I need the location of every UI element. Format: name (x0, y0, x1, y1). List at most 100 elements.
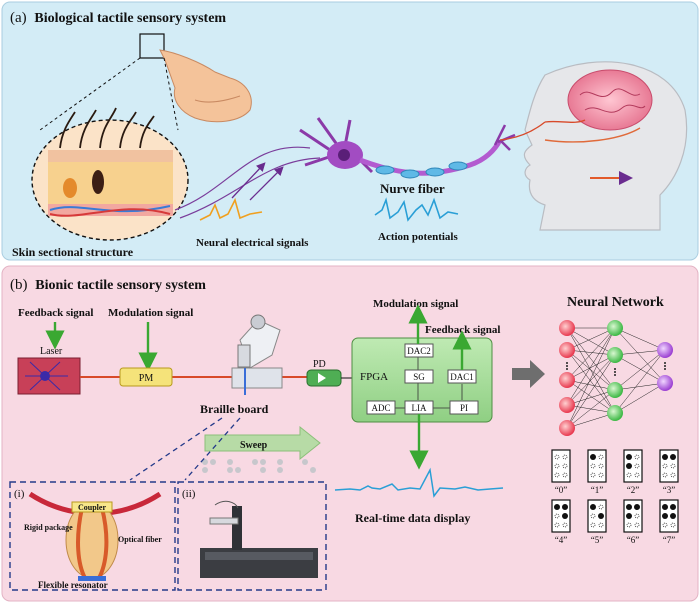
phase-modulator: PM (119, 367, 173, 387)
braille-dot (554, 513, 560, 519)
braille-dot (634, 472, 640, 478)
inset-i-tag: (i) (14, 488, 25, 500)
braille-cell-label: “4” (555, 535, 568, 545)
braille-dot (590, 513, 596, 519)
braille-dot (634, 454, 640, 460)
pd-label: PD (313, 359, 326, 370)
braille-dot (626, 463, 632, 469)
braille-dot (626, 504, 632, 510)
pm-label: PM (139, 373, 154, 384)
braille-cell: “2” (623, 449, 643, 495)
braille-dot (626, 522, 632, 528)
sweep-arrow (204, 425, 321, 461)
fpga-board: FPGA DAC2 SG DAC1 ADC LIA PI (351, 337, 493, 423)
braille-cell: “7” (659, 499, 679, 545)
action-potential-wave (374, 197, 459, 222)
skin-label: Skin sectional structure (12, 245, 134, 259)
braille-dot (670, 463, 676, 469)
braille-dot (590, 522, 596, 528)
braille-dot (598, 513, 604, 519)
braille-dot (598, 463, 604, 469)
braille-dot-row (202, 459, 316, 473)
braille-cell-label: “6” (627, 535, 640, 545)
braille-dot (662, 522, 668, 528)
braille-dot (562, 472, 568, 478)
skin-section (31, 107, 189, 241)
panel-b: (b) Bionic tactile sensory system Feedba… (1, 265, 699, 602)
braille-dot (626, 454, 632, 460)
braille-dot (634, 463, 640, 469)
braille-dot (562, 513, 568, 519)
braille-dot (670, 504, 676, 510)
head-illustration (499, 61, 688, 231)
neural-network-title: Neural Network (567, 295, 664, 310)
adc-label: ADC (371, 403, 390, 413)
braille-cell: “6” (623, 499, 643, 545)
fpga-feedback-label: Feedback signal (425, 324, 500, 336)
braille-cell-label: “0” (555, 485, 568, 495)
braille-dot (662, 472, 668, 478)
braille-dot (634, 504, 640, 510)
dac2-label: DAC2 (407, 346, 431, 356)
braille-cell: “4” (551, 499, 571, 545)
panel-a: (a) Biological tactile sensory system (1, 1, 699, 261)
braille-cell-label: “2” (627, 485, 640, 495)
inset-i: (i) Coupler Rigid package Optical fiber … (9, 481, 176, 591)
neural-network-diagram (559, 320, 673, 436)
braille-dot (598, 504, 604, 510)
panel-a-label: (a) (10, 10, 27, 26)
output-arrow (512, 360, 545, 388)
braille-dot (562, 522, 568, 528)
neural-signal-wave (199, 197, 263, 221)
braille-dot (634, 513, 640, 519)
sweep-label: Sweep (240, 440, 268, 451)
robot-arm (231, 314, 283, 395)
braille-dot (670, 513, 676, 519)
pi-label: PI (460, 403, 468, 413)
feedback-signal-label: Feedback signal (18, 307, 93, 319)
rigid-package-label: Rigid package (24, 523, 73, 532)
neuron-illustration (299, 117, 516, 179)
resonator-label: Flexible resonator (38, 580, 108, 590)
braille-cell: “5” (587, 499, 607, 545)
inset-ii-tag: (ii) (182, 488, 196, 500)
fpga-title: FPGA (360, 371, 388, 383)
panel-a-title: Biological tactile sensory system (34, 11, 226, 26)
action-label: Action potentials (378, 231, 458, 243)
braille-cell: “3” (659, 449, 679, 495)
neural-signals-label: Neural electrical signals (196, 237, 309, 249)
braille-dot (554, 463, 560, 469)
optical-fiber-label: Optical fiber (118, 535, 162, 544)
panel-b-title: Bionic tactile sensory system (35, 278, 206, 293)
realtime-signal (334, 467, 504, 498)
braille-dot (554, 504, 560, 510)
svg-text:(b) Bionic tactile senso: (b) Bionic tactile sensory system (10, 277, 206, 293)
dac1-label: DAC1 (450, 372, 474, 382)
inset-ii: (ii) (177, 481, 327, 591)
braille-board-label: Braille board (200, 402, 269, 416)
finger-illustration (39, 33, 252, 131)
svg-text:(a) Biological tactile s: (a) Biological tactile sensory system (10, 10, 226, 26)
braille-dot (626, 513, 632, 519)
braille-dot (598, 454, 604, 460)
braille-cell-label: “7” (663, 535, 676, 545)
braille-dot (598, 472, 604, 478)
braille-dot (554, 472, 560, 478)
lia-label: LIA (412, 403, 427, 413)
braille-dot (670, 522, 676, 528)
braille-dot (590, 463, 596, 469)
realtime-label: Real-time data display (355, 511, 470, 525)
braille-cell: “1” (587, 449, 607, 495)
braille-dot (662, 463, 668, 469)
braille-dot (670, 454, 676, 460)
laser-device (17, 357, 81, 395)
braille-cell-label: “3” (663, 485, 676, 495)
braille-cell: “0” (551, 449, 571, 495)
braille-dot (590, 454, 596, 460)
braille-dot (634, 522, 640, 528)
braille-cell-label: “5” (591, 535, 604, 545)
braille-dot (598, 522, 604, 528)
braille-dot (562, 463, 568, 469)
braille-dot (662, 454, 668, 460)
